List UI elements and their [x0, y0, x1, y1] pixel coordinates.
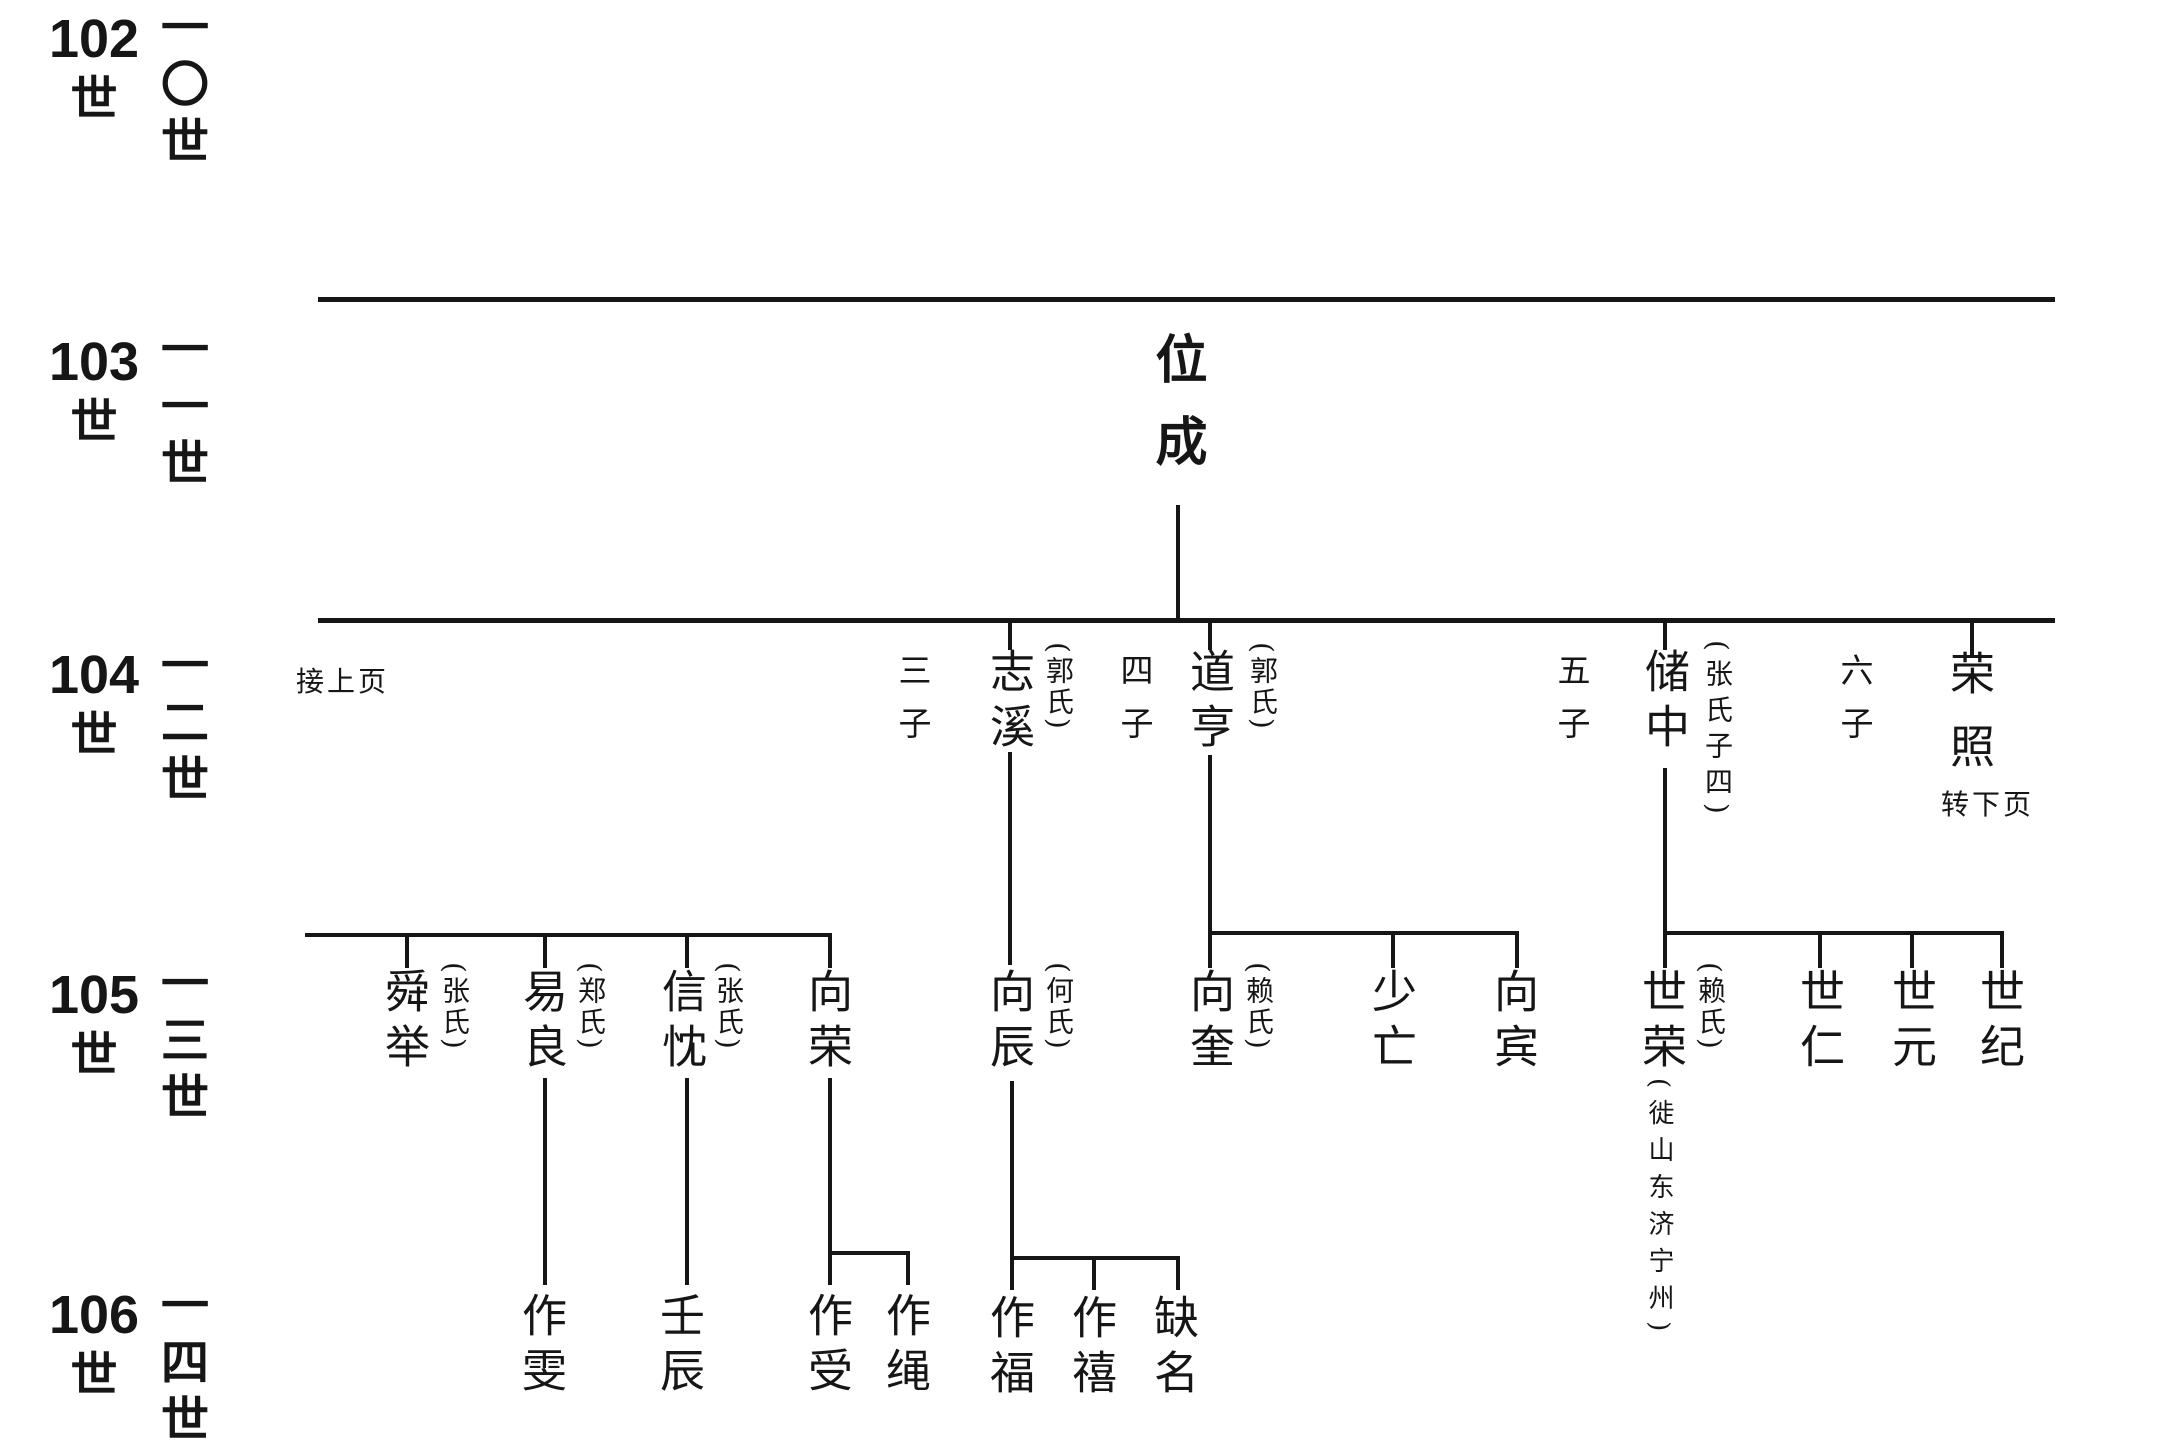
- order-label-fourth-son: 四子: [1115, 653, 1154, 759]
- spouse-label-daoheng: (郭氏): [1246, 642, 1279, 732]
- member-name-shunju: 舜举: [377, 968, 430, 1078]
- member-name-zuowen: 作雯: [514, 1292, 567, 1402]
- member-name-zuosheng: 作绳: [878, 1292, 931, 1402]
- stub-quename: [1176, 1256, 1180, 1290]
- member-name-quename: 缺名: [1146, 1294, 1199, 1404]
- generation-cn-104: 一二世: [152, 640, 208, 811]
- generation-label-105: 105 世: [46, 968, 142, 1079]
- generation-number: 103: [48, 332, 140, 392]
- member-name-daoheng: 道亨: [1182, 648, 1235, 758]
- stub-shiji: [2000, 933, 2004, 968]
- order-label-fifth-son: 五子: [1552, 653, 1591, 759]
- generation-suffix: 世: [70, 395, 118, 450]
- generation-suffix: 世: [70, 1028, 118, 1083]
- generation-cn-106: 一四世: [152, 1280, 208, 1441]
- order-label-third-son: 三子: [893, 653, 932, 759]
- stub-yiliang: [543, 935, 547, 968]
- connector-xinchen-down: [685, 1078, 689, 1285]
- stub-xiangrong: [828, 935, 832, 968]
- generation-label-106: 106 世: [46, 1288, 142, 1399]
- generation-suffix: 世: [70, 1348, 118, 1403]
- spouse-label-chuzhong: (张氏子四): [1701, 640, 1734, 822]
- migration-note-shirong: (徙山东济宁州): [1644, 1078, 1674, 1343]
- stub-xinchen: [685, 935, 689, 968]
- rail-generation-104: [318, 618, 2055, 623]
- stub-shiyuan: [1910, 933, 1914, 968]
- branch-rail-continued: [305, 933, 832, 937]
- member-name-zhixi: 志溪: [982, 648, 1035, 758]
- generation-suffix: 世: [70, 72, 118, 127]
- member-name-xiangchen: 向辰: [982, 968, 1035, 1078]
- spouse-label-zhixi: (郭氏): [1042, 642, 1075, 732]
- spouse-label-xiangkui: (赖氏): [1242, 962, 1275, 1052]
- continued-from-previous-note: 接上页: [296, 665, 390, 698]
- stub-chuzhong: [1663, 622, 1667, 650]
- generation-label-102: 102 世: [46, 12, 142, 123]
- generation-number: 104: [48, 645, 140, 705]
- member-name-shirong: 世荣: [1634, 968, 1687, 1078]
- spouse-label-xiangchen: (何氏): [1042, 962, 1075, 1052]
- stub-zuoxi: [1092, 1256, 1096, 1290]
- member-name-renchen: 壬辰: [652, 1292, 705, 1402]
- connector-daoheng-down: [1208, 755, 1212, 968]
- stub-rongzhao: [1970, 622, 1974, 655]
- spouse-label-shunju: (张氏): [438, 962, 471, 1052]
- member-name-xiangbin: 向宾: [1486, 968, 1539, 1078]
- spouse-label-shirong: (赖氏): [1694, 962, 1727, 1052]
- connector-xiangrong-down: [828, 1078, 832, 1285]
- generation-label-103: 103 世: [46, 335, 142, 446]
- stub-zuosheng: [906, 1251, 910, 1285]
- member-name-xiangkui: 向奎: [1182, 968, 1235, 1078]
- continued-next-page-note: 转下页: [1941, 788, 2035, 821]
- spouse-label-xinchen: (张氏): [712, 962, 745, 1052]
- connector-yiliang-down: [543, 1078, 547, 1285]
- stub-zhixi: [1008, 622, 1012, 650]
- stub-shaowang: [1391, 933, 1395, 968]
- generation-label-104: 104 世: [46, 648, 142, 759]
- member-name-shiyuan: 世元: [1884, 968, 1937, 1078]
- member-name-shiren: 世仁: [1792, 968, 1845, 1078]
- connector-zhixi-to-xiangchen: [1008, 752, 1012, 965]
- generation-number: 105: [48, 965, 140, 1025]
- connector-root-down: [1176, 505, 1180, 620]
- member-name-shaowang: 少亡: [1364, 968, 1417, 1078]
- stub-daoheng: [1208, 622, 1212, 650]
- branch-rail-xiangrong: [828, 1251, 910, 1255]
- generation-suffix: 世: [70, 708, 118, 763]
- stub-shunju: [405, 935, 409, 968]
- spouse-label-yiliang: (郑氏): [574, 962, 607, 1052]
- member-name-zuoshou: 作受: [800, 1292, 853, 1402]
- generation-cn-103: 一一世: [152, 324, 208, 495]
- root-name: 位成: [1146, 332, 1207, 496]
- connector-xiangchen-down: [1010, 1081, 1014, 1290]
- member-name-zuoxi: 作禧: [1064, 1294, 1117, 1404]
- generation-number: 102: [48, 9, 140, 69]
- branch-rail-daoheng: [1208, 931, 1519, 935]
- generation-number: 106: [48, 1285, 140, 1345]
- member-name-shiji: 世纪: [1972, 968, 2025, 1078]
- rail-generation-103: [318, 297, 2055, 302]
- member-name-yiliang: 易良: [515, 968, 568, 1078]
- member-name-xinchen: 信忱: [654, 968, 707, 1078]
- generation-cn-105: 一三世: [152, 958, 208, 1129]
- stub-xiangbin: [1515, 933, 1519, 968]
- stub-shiren: [1818, 933, 1822, 968]
- generation-cn-102: 一〇世: [152, 2, 208, 173]
- member-name-xiangrong: 向荣: [800, 968, 853, 1078]
- member-name-zuofu: 作福: [982, 1294, 1035, 1404]
- member-name-chuzhong: 储中: [1637, 648, 1690, 758]
- order-label-sixth-son: 六子: [1835, 653, 1874, 759]
- branch-rail-chuzhong: [1663, 931, 2004, 935]
- connector-chuzhong-down: [1663, 768, 1667, 968]
- member-name-rongzhao: 荣照: [1942, 650, 1995, 796]
